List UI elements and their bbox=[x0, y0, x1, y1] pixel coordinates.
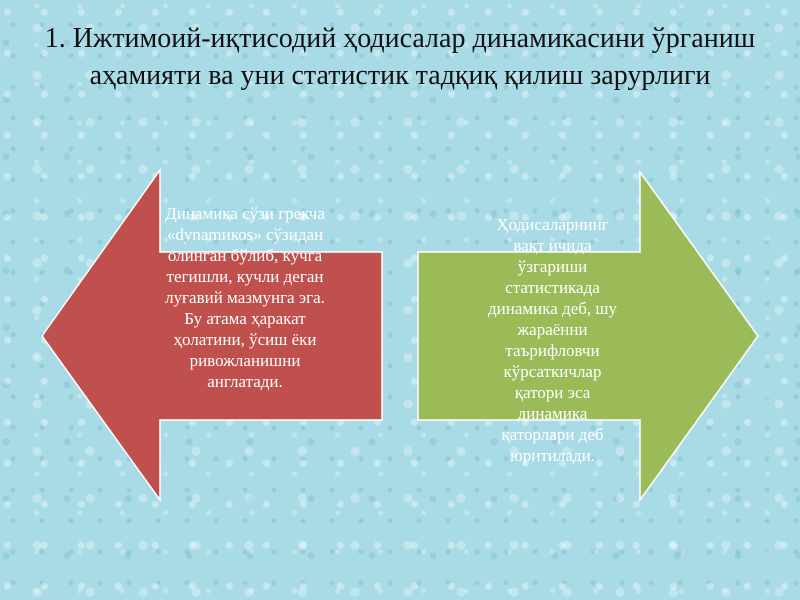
right-arrow-text: Ҳодисаларнинг вақт ичида ўзгариши статис… bbox=[488, 215, 617, 465]
left-arrow-shape bbox=[41, 167, 383, 503]
right-arrow-shape bbox=[417, 169, 759, 503]
left-arrow-text: Динамика сўзи грекча «dуnamикоs» сўзидан… bbox=[165, 204, 325, 391]
page-title: 1. Ижтимоий-иқтисодий ҳодисалар динамика… bbox=[44, 23, 756, 91]
